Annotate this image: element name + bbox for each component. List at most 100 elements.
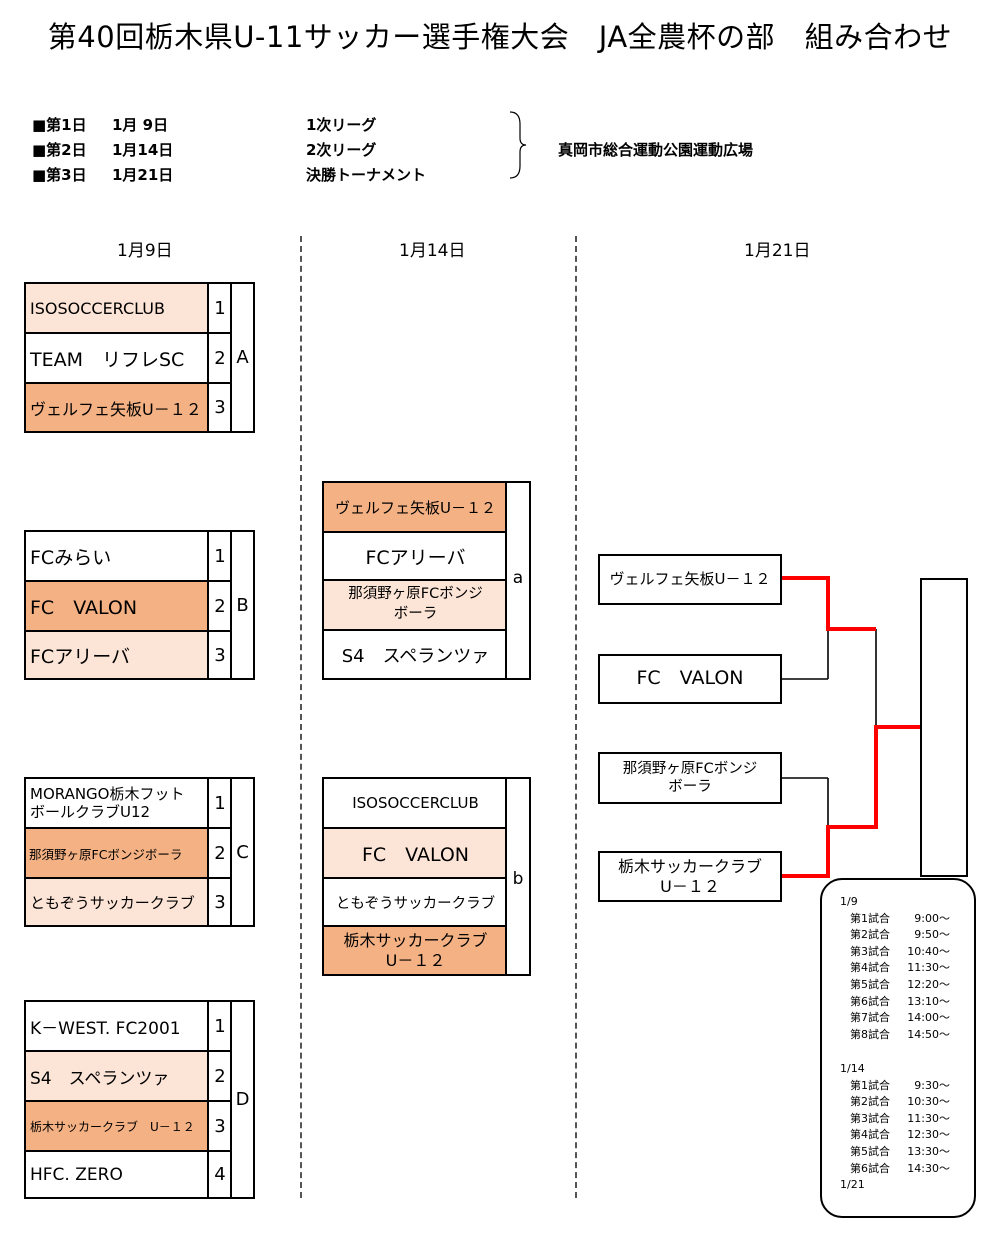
team-cell: FCみらい (26, 532, 209, 582)
group-label: a (512, 568, 524, 588)
match-time-row: 第5試合 13:30～ (840, 1144, 950, 1161)
match-time-row: 第6試合 13:10～ (840, 994, 950, 1011)
divider (230, 1002, 232, 1197)
winner-line (781, 725, 921, 878)
match-time: 9:30～ (914, 1078, 950, 1092)
match-time-row: 第1試合 9:30～ (840, 1078, 950, 1095)
match-label: 第6試合 (850, 1161, 890, 1175)
team-number: 4 (214, 1164, 226, 1185)
winner-line (781, 576, 876, 631)
team-number: 2 (209, 1052, 231, 1102)
brace-icon (509, 111, 527, 179)
match-label: 第3試合 (850, 944, 890, 958)
match-time: 14:50～ (907, 1027, 950, 1041)
team-number: 1 (209, 532, 231, 582)
group-label: B (236, 594, 249, 616)
team-cell: 那須野ヶ原FCボンジボーラ (26, 829, 209, 879)
schedule-date: 1月14日 (112, 141, 174, 159)
team-cell: K－WEST. FC2001 (26, 1002, 209, 1052)
divider (230, 779, 232, 925)
divider (207, 1002, 209, 1197)
team-cell: ともぞうサッカークラブ (26, 879, 209, 925)
schedule-day: ■第1日 (32, 116, 87, 134)
group-a2-table: ヴェルフェ矢板U－１２ FCアリーバ 那須野ヶ原FCボンジ ボーラ S4 スペラ… (322, 481, 531, 680)
team-cell: FC VALON (26, 582, 209, 632)
match-time: 13:10～ (907, 994, 950, 1008)
match-time: 11:30～ (907, 1111, 950, 1125)
team-cell: 栃木サッカークラブ U－１２ (324, 927, 507, 974)
match-label: 第2試合 (850, 928, 890, 942)
match-time: 14:30～ (907, 1161, 950, 1175)
group-label: D (235, 1089, 250, 1110)
match-label: 第1試合 (850, 1078, 890, 1092)
group-d-table: K－WEST. FC2001 S4 スペランツァ 栃木サッカークラブ U－１２ … (24, 1000, 255, 1199)
column-divider (575, 236, 577, 1198)
schedule-event: 2次リーグ (306, 141, 377, 159)
match-label: 第2試合 (850, 1095, 890, 1109)
match-time-row: 第6試合 14:30～ (840, 1161, 950, 1178)
column-divider (300, 236, 302, 1198)
match-time: 9:50～ (914, 928, 950, 942)
team-number: 2 (209, 582, 231, 632)
divider (207, 284, 209, 431)
match-time: 13:30～ (907, 1144, 950, 1158)
divider (505, 779, 507, 974)
team-number: 1 (209, 1002, 231, 1052)
team-cell: ヴェルフェ矢板U－１２ (324, 483, 507, 533)
match-time: 10:30～ (907, 1095, 950, 1109)
group-label: b (512, 869, 524, 889)
schedule-date: 1月 9日 (112, 116, 169, 134)
team-cell: FC VALON (324, 829, 507, 879)
divider (505, 483, 507, 678)
team-number: 3 (214, 644, 226, 666)
match-label: 第6試合 (850, 994, 890, 1008)
match-label: 第8試合 (850, 1027, 890, 1041)
match-time-row: 第3試合 10:40～ (840, 944, 950, 961)
match-label: 第1試合 (850, 911, 890, 925)
team-cell: TEAM リフレSC (26, 334, 209, 384)
schedule-event: 1次リーグ (306, 116, 377, 134)
schedule-event: 決勝トーナメント (306, 166, 427, 184)
team-cell: S4 スペランツァ (26, 1052, 209, 1102)
final-team: 栃木サッカークラブ U－１２ (598, 851, 782, 902)
match-label: 第4試合 (850, 961, 890, 975)
team-cell: FCアリーバ (26, 632, 209, 678)
match-time-row: 第7試合 14:00～ (840, 1010, 950, 1027)
final-team: FC VALON (598, 654, 782, 704)
match-label: 第3試合 (850, 1111, 890, 1125)
team-number: 1 (209, 284, 231, 334)
match-time: 14:00～ (907, 1011, 950, 1025)
divider (230, 532, 232, 678)
team-cell: HFC. ZERO (30, 1164, 123, 1185)
team-cell: S4 スペランツァ (341, 645, 490, 667)
match-time: 12:30～ (907, 1128, 950, 1142)
match-time-row: 第2試合 9:50～ (840, 927, 950, 944)
group-b2-table: ISOSOCCERCLUB FC VALON ともぞうサッカークラブ 栃木サッカ… (322, 777, 531, 976)
team-cell: 栃木サッカークラブ U－１２ (26, 1102, 209, 1152)
match-label: 第5試合 (850, 977, 890, 991)
column-header-day2: 1月14日 (399, 241, 466, 261)
match-label: 第7試合 (850, 1011, 890, 1025)
team-number: 3 (214, 891, 226, 913)
divider (207, 779, 209, 925)
column-header-day1: 1月9日 (117, 241, 173, 261)
team-number: 1 (209, 779, 231, 829)
time-date: 1/9 (840, 895, 858, 908)
team-number: 3 (209, 1102, 231, 1152)
team-cell: ISOSOCCERCLUB (26, 284, 209, 334)
schedule-day: ■第2日 (32, 141, 87, 159)
match-time: 9:00～ (914, 911, 950, 925)
team-cell: ISOSOCCERCLUB (324, 779, 507, 829)
column-header-day3: 1月21日 (744, 241, 811, 261)
match-time-row: 第1試合 9:00～ (840, 911, 950, 928)
match-time: 10:40～ (907, 944, 950, 958)
match-label: 第5試合 (850, 1144, 890, 1158)
schedule-date: 1月21日 (112, 166, 174, 184)
